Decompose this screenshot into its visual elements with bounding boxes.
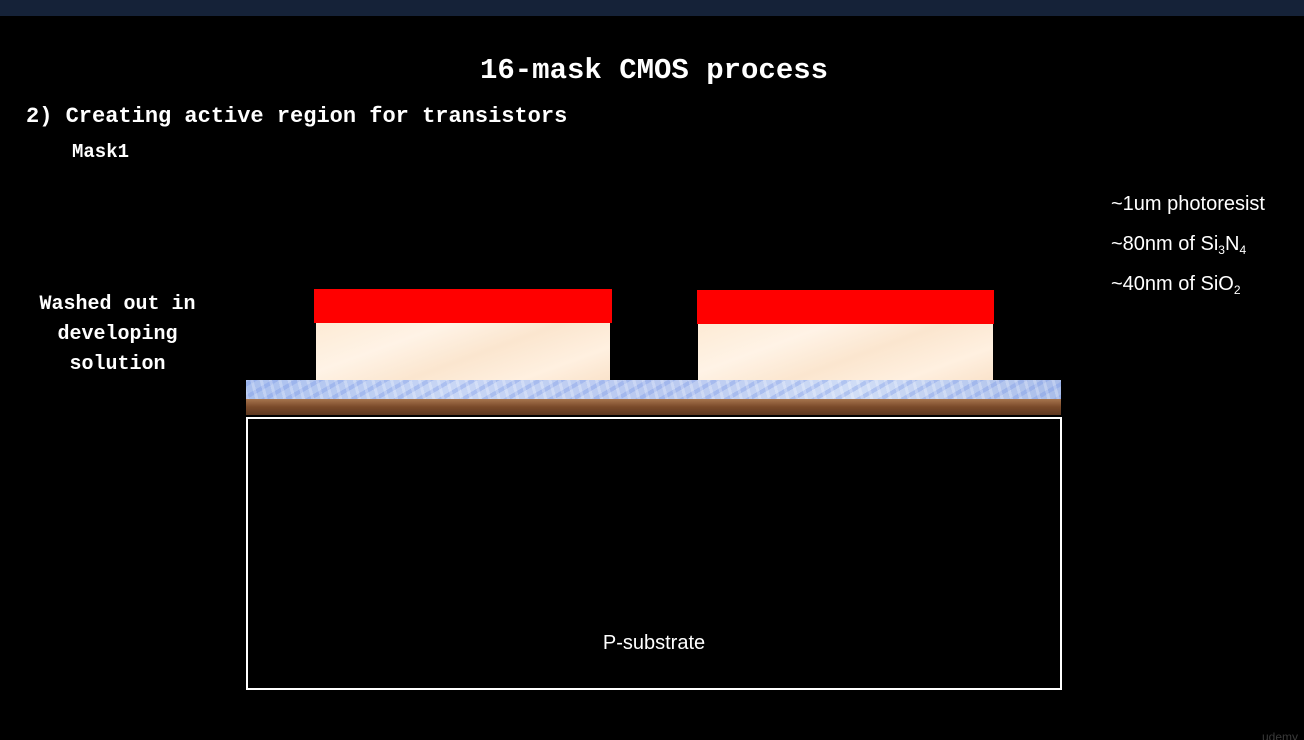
legend-subscript: 2 [1233, 283, 1241, 297]
legend-text: ~1um photoresist [1111, 193, 1265, 215]
legend-text: ~80nm of Si [1111, 233, 1219, 255]
slide-title: 16-mask CMOS process [479, 54, 829, 87]
mask-label: Mask1 [72, 141, 130, 163]
p-substrate: P-substrate [246, 417, 1062, 690]
photoresist-block-right [697, 290, 994, 324]
legend-photoresist: ~1um photoresist [1111, 190, 1265, 230]
legend-subscript: 4 [1239, 243, 1247, 257]
photoresist-block-left [314, 289, 612, 323]
annotation-line: solution [69, 353, 166, 376]
legend-silicon-oxide: ~40nm of SiO2 [1111, 270, 1265, 310]
watermark-logo: udemy [1261, 730, 1298, 740]
annotation-line: developing [57, 323, 178, 346]
legend-silicon-nitride: ~80nm of Si3N4 [1111, 230, 1265, 270]
nitride-block-left [316, 323, 610, 380]
annotation-line: Washed out in [39, 293, 196, 316]
legend-text: N [1224, 233, 1240, 255]
legend-subscript: 3 [1218, 243, 1225, 257]
step-heading: 2) Creating active region for transistor… [26, 104, 568, 129]
legend-text: ~40nm of SiO [1111, 273, 1234, 295]
top-bar [0, 0, 1304, 16]
nitride-block-right [698, 324, 993, 380]
silicon-oxide-layer [246, 380, 1061, 399]
substrate-label: P-substrate [602, 632, 706, 654]
washed-out-annotation: Washed out in developing solution [10, 290, 225, 380]
layer-legend: ~1um photoresist ~80nm of Si3N4 ~40nm of… [1111, 190, 1265, 310]
pad-oxide-layer [246, 399, 1061, 415]
